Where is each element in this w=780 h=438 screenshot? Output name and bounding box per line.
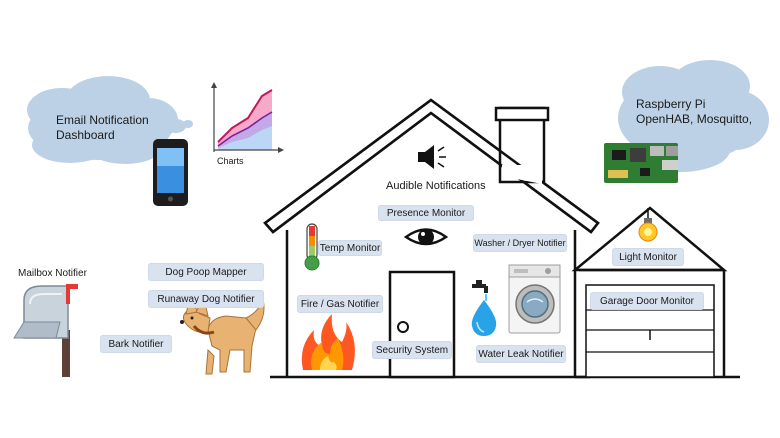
audible-notifications-label: Audible Notifications bbox=[386, 180, 486, 192]
presence-monitor-tag: Presence Monitor bbox=[378, 205, 474, 221]
raspberry-cloud-text: Raspberry Pi OpenHAB, Mosquitto, bbox=[636, 97, 752, 127]
mailbox-notifier-label: Mailbox Notifier bbox=[18, 268, 87, 279]
charts-icon bbox=[211, 82, 284, 153]
bark-notifier-tag: Bark Notifier bbox=[100, 335, 172, 353]
thermometer-icon bbox=[304, 223, 320, 271]
smartphone-icon bbox=[153, 139, 188, 206]
light-monitor-tag: Light Monitor bbox=[612, 248, 684, 266]
email-cloud-line2: Dashboard bbox=[56, 128, 115, 142]
speaker-icon bbox=[418, 145, 446, 169]
faucet-icon bbox=[472, 280, 488, 301]
email-cloud-text: Email Notification Dashboard bbox=[56, 113, 149, 143]
raspberry-cloud bbox=[618, 60, 769, 172]
temp-monitor-tag: Temp Monitor bbox=[318, 240, 382, 256]
garage-door-monitor-tag: Garage Door Monitor bbox=[590, 292, 704, 310]
email-cloud-line1: Email Notification bbox=[56, 113, 149, 127]
washing-machine-icon bbox=[508, 264, 561, 334]
light-bulb-icon bbox=[638, 208, 658, 242]
raspberry-pi-board-icon bbox=[604, 143, 678, 183]
raspberry-cloud-line2: OpenHAB, Mosquitto, bbox=[636, 112, 753, 126]
runaway-dog-notifier-tag: Runaway Dog Notifier bbox=[148, 290, 264, 308]
raspberry-cloud-line1: Raspberry Pi bbox=[636, 97, 706, 111]
fire-icon bbox=[301, 314, 355, 370]
dog-poop-mapper-tag: Dog Poop Mapper bbox=[148, 263, 264, 281]
water-leak-notifier-tag: Water Leak Notifier bbox=[476, 345, 566, 363]
mailbox-icon bbox=[13, 284, 78, 377]
fire-gas-notifier-tag: Fire / Gas Notifier bbox=[297, 295, 383, 313]
eye-icon bbox=[403, 228, 449, 246]
front-door bbox=[388, 270, 456, 379]
water-drop-icon bbox=[471, 300, 497, 336]
washer-dryer-notifier-tag: Washer / Dryer Notifier bbox=[473, 234, 567, 252]
email-cloud bbox=[27, 76, 193, 164]
charts-label: Charts bbox=[217, 156, 244, 166]
security-system-tag: Security System bbox=[372, 341, 452, 359]
